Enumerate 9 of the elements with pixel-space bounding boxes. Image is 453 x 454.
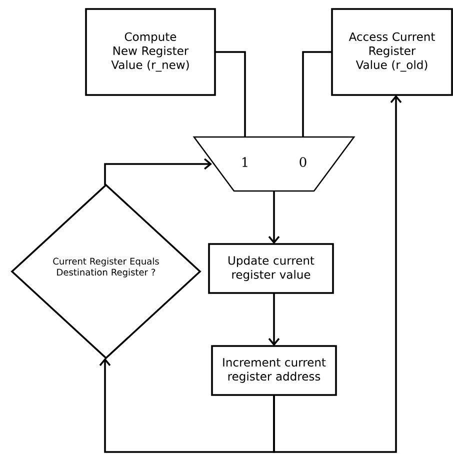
arrow [99, 358, 275, 453]
process-box: Compute New Register Value (r_new) [85, 8, 216, 96]
process-box: Access Current Register Value (r_old) [331, 8, 453, 96]
process-box: Increment current register address [211, 345, 337, 396]
arrow [104, 158, 212, 185]
arrow [268, 293, 280, 346]
arrow [268, 191, 280, 244]
arrow [273, 95, 402, 453]
process-box: Update current register value [208, 243, 334, 294]
